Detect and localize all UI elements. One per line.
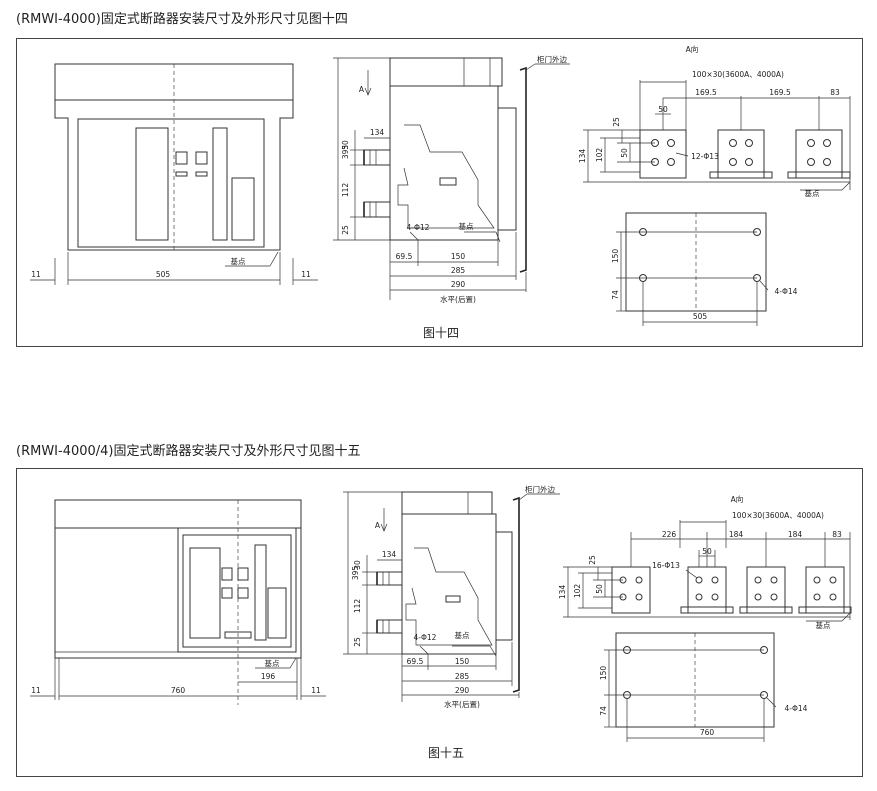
mount-dim-74-15: 74 [599, 706, 608, 716]
mount-dim-74-14: 74 [611, 290, 620, 300]
side-dim-height-14: 395 [341, 145, 350, 160]
side-horizontal-label-14: 水平(后置) [440, 294, 476, 304]
view-a-busbar-14: 100×30(3600A、4000A) [692, 70, 784, 79]
view-a-hole-label-15: 16-Φ13 [652, 561, 680, 570]
side-dim-150-15: 150 [455, 657, 470, 666]
view-a-dim-184-b-15: 184 [788, 530, 803, 539]
side-hole-label-14: 4-Φ12 [407, 223, 430, 232]
view-a-dim-169-5-a-14: 169.5 [695, 88, 717, 97]
side-door-label-14: 柜门外边 [537, 54, 567, 64]
mount-dim-150-15: 150 [599, 666, 608, 681]
side-view-label-14: A [359, 85, 365, 94]
side-dim-134-14: 134 [370, 128, 385, 137]
side-base-label-14: 基点 [459, 221, 474, 231]
side-base-label-15: 基点 [455, 630, 470, 640]
view-a-15 [563, 520, 852, 622]
view-a-dim-50v-15: 50 [595, 584, 604, 594]
front-dim-left-14: 11 [31, 270, 41, 279]
figure-14-panel [16, 38, 863, 347]
view-a-dim-50-15: 50 [702, 547, 712, 556]
front-dim-196-15: 196 [261, 672, 276, 681]
mount-hole-label-14: 4-Φ14 [775, 287, 798, 296]
side-dim-285-15: 285 [455, 672, 470, 681]
front-dim-width-15: 760 [171, 686, 186, 695]
view-a-title-15: A向 [731, 494, 744, 504]
view-a-dim-25-15: 25 [588, 555, 597, 565]
view-a-dim-83-14: 83 [830, 88, 840, 97]
view-a-dim-50v-14: 50 [620, 148, 629, 158]
view-a-14 [583, 80, 851, 191]
side-dim-69-5-14: 69.5 [396, 252, 413, 261]
front-dim-right-14: 11 [301, 270, 311, 279]
view-a-dim-50-14: 50 [658, 105, 668, 114]
side-dim-112-14: 112 [341, 183, 350, 198]
side-dim-69-5-15: 69.5 [407, 657, 424, 666]
view-a-dim-25-14: 25 [612, 117, 621, 127]
front-dim-left-15: 11 [31, 686, 41, 695]
view-a-dim-184-a-15: 184 [729, 530, 744, 539]
side-dim-134-15: 134 [382, 550, 397, 559]
view-a-dim-134-14: 134 [578, 149, 587, 164]
front-view-14 [30, 63, 318, 285]
figure-15-panel [16, 468, 863, 777]
side-dim-150-14: 150 [451, 252, 466, 261]
side-dim-height-15: 395 [351, 566, 360, 581]
side-horizontal-label-15: 水平(后置) [444, 699, 480, 709]
mount-dim-width-14: 505 [693, 312, 708, 321]
view-a-title-14: A向 [686, 44, 699, 54]
view-a-hole-label-14: 12-Φ13 [691, 152, 719, 161]
front-view-15 [30, 499, 326, 705]
view-a-dim-102-14: 102 [595, 148, 604, 163]
view-a-dim-134-15: 134 [558, 585, 567, 600]
side-view-15 [343, 491, 560, 702]
mount-dim-150-14: 150 [611, 249, 620, 264]
view-a-base-label-14: 基点 [805, 188, 820, 198]
section-2-heading: (RMWI-4000/4)固定式断路器安装尺寸及外形尺寸见图十五 [16, 444, 361, 459]
front-dim-right-15: 11 [311, 686, 321, 695]
side-dim-30-14: 30 [341, 140, 350, 150]
side-door-label-15: 柜门外边 [525, 484, 555, 494]
side-dim-285-14: 285 [451, 266, 466, 275]
side-dim-290-15: 290 [455, 686, 470, 695]
side-dim-290-14: 290 [451, 280, 466, 289]
side-dim-112-15: 112 [353, 599, 362, 614]
side-dim-25-15: 25 [353, 637, 362, 647]
mount-dim-width-15: 760 [700, 728, 715, 737]
side-view-14 [333, 57, 570, 300]
section-1-heading: (RMWI-4000)固定式断路器安装尺寸及外形尺寸见图十四 [16, 12, 348, 27]
mount-hole-label-15: 4-Φ14 [785, 704, 808, 713]
front-dim-width-14: 505 [156, 270, 171, 279]
front-base-label-15: 基点 [265, 658, 280, 668]
view-a-dim-169-5-b-14: 169.5 [769, 88, 791, 97]
side-dim-30-15: 30 [353, 560, 362, 570]
figure-15-caption: 图十五 [428, 746, 464, 760]
mount-plate-14 [616, 212, 769, 326]
side-view-label-15: A [375, 521, 381, 530]
view-a-holes-15 [619, 576, 837, 601]
view-a-dim-83-15: 83 [832, 530, 842, 539]
side-hole-label-15: 4-Φ12 [414, 633, 437, 642]
view-a-dim-226-15: 226 [662, 530, 677, 539]
view-a-base-label-15: 基点 [816, 620, 831, 630]
mount-plate-15 [604, 632, 777, 742]
front-base-label-14: 基点 [231, 256, 246, 266]
view-a-dim-102-15: 102 [573, 584, 582, 599]
figure-14-caption: 图十四 [423, 326, 459, 340]
side-dim-25-14: 25 [341, 225, 350, 235]
view-a-busbar-15: 100×30(3600A、4000A) [732, 511, 824, 520]
